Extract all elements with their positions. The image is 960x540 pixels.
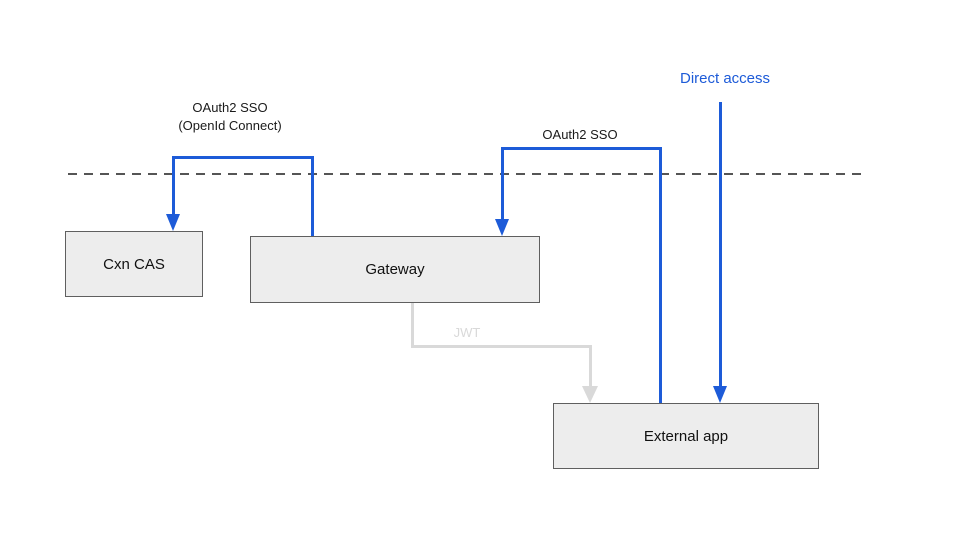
node-gateway: Gateway bbox=[250, 236, 540, 303]
oauth2-arrowhead-icon bbox=[495, 219, 509, 236]
openid-connector-vertical-right bbox=[311, 156, 314, 237]
oauth2-connector-vertical-left bbox=[501, 147, 504, 220]
node-external-app-label: External app bbox=[643, 427, 729, 445]
direct-access-line bbox=[719, 102, 722, 387]
openid-connector-vertical-left bbox=[172, 156, 175, 215]
oauth2-connector-horizontal bbox=[501, 147, 662, 150]
node-external-app: External app bbox=[553, 403, 819, 469]
boundary-dashed-line bbox=[68, 173, 866, 175]
node-gateway-label: Gateway bbox=[365, 261, 425, 278]
openid-connector-horizontal bbox=[172, 156, 314, 159]
openid-arrowhead-icon bbox=[166, 214, 180, 231]
label-oauth2-openid-line2: (OpenId Connect) bbox=[178, 118, 282, 133]
direct-access-arrowhead-icon bbox=[713, 386, 727, 403]
oauth2-connector-vertical-right bbox=[659, 147, 662, 404]
label-oauth2-sso: OAuth2 SSO bbox=[542, 127, 618, 142]
jwt-connector-vertical-top bbox=[411, 303, 414, 348]
label-direct-access: Direct access bbox=[679, 70, 771, 87]
jwt-arrowhead-icon bbox=[582, 386, 598, 403]
label-oauth2-openid-line1: OAuth2 SSO bbox=[192, 100, 268, 115]
node-cxn-cas: Cxn CAS bbox=[65, 231, 203, 297]
label-jwt: JWT bbox=[453, 325, 481, 340]
jwt-connector-horizontal bbox=[411, 345, 592, 348]
label-oauth2-openid: OAuth2 SSO (OpenId Connect) bbox=[130, 99, 330, 135]
node-cxn-cas-label: Cxn CAS bbox=[103, 255, 165, 273]
jwt-connector-vertical-bottom bbox=[589, 345, 592, 387]
